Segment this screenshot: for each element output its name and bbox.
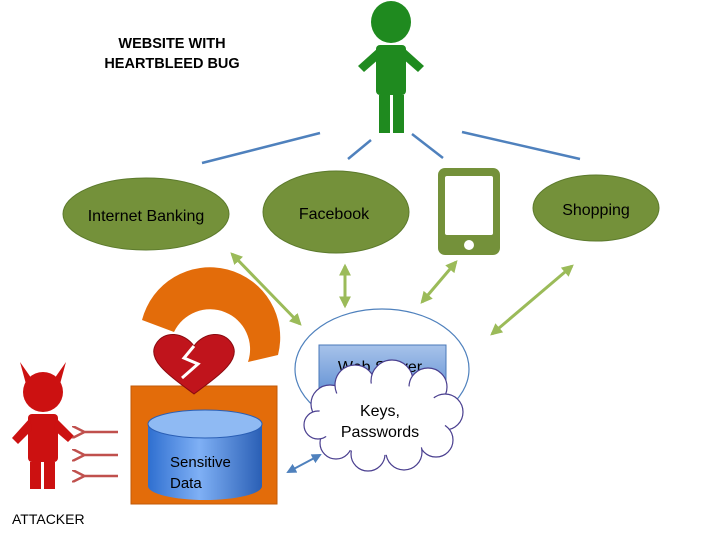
arrow-banking-server xyxy=(230,252,302,326)
title-line-1: WEBSITE WITH xyxy=(118,36,226,52)
arrow-data-cloud xyxy=(286,454,322,473)
facebook-label: Facebook xyxy=(299,206,370,223)
user-icon xyxy=(358,1,424,133)
arrow-shopping-server xyxy=(490,264,574,336)
sensitive-data-line-2: Data xyxy=(170,475,202,492)
diagram-title: WEBSITE WITH HEARTBLEED BUG xyxy=(92,34,252,74)
internet-banking-node: Internet Banking xyxy=(62,177,230,251)
sensitive-data-database-icon: Sensitive Data xyxy=(147,409,263,500)
bidirectional-arrows xyxy=(230,252,574,336)
broken-heart-icon xyxy=(153,334,235,395)
smartphone-icon xyxy=(438,168,500,255)
shopping-label: Shopping xyxy=(562,202,630,219)
cloud-line-1: Keys, xyxy=(360,403,400,420)
cloud-line-2: Passwords xyxy=(341,424,419,441)
attacker-devil-icon xyxy=(12,362,74,489)
secrets-cloud: Keys, Passwords xyxy=(303,359,464,472)
data-leak-arrows xyxy=(82,432,118,476)
title-line-2: HEARTBLEED BUG xyxy=(104,56,240,72)
facebook-node: Facebook xyxy=(262,170,410,254)
shopping-node: Shopping xyxy=(532,174,660,242)
user-connection-lines xyxy=(201,130,581,165)
sensitive-data-line-1: Sensitive xyxy=(170,454,231,471)
attacker-label: ATTACKER xyxy=(12,511,85,527)
open-lock-shackle xyxy=(142,267,281,362)
arrow-phone-server xyxy=(420,260,458,304)
internet-banking-label: Internet Banking xyxy=(88,208,205,225)
